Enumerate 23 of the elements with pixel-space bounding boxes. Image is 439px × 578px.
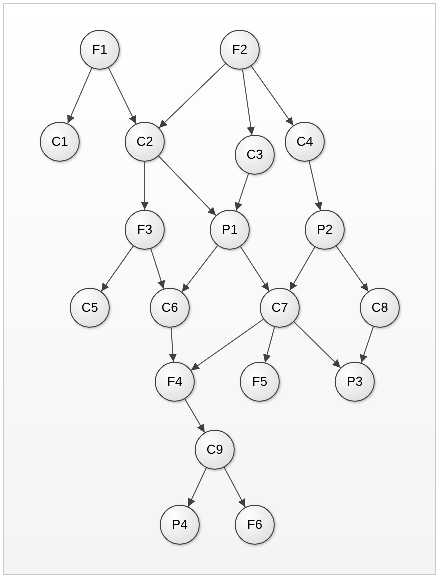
arrow [251,66,294,126]
arrow [158,156,217,216]
arrow [169,327,178,363]
arrow [190,319,264,371]
arrow [308,161,323,211]
arrow [240,246,270,292]
arrow [184,398,206,434]
arrow [263,326,276,364]
arrow [158,63,226,129]
arrow [150,248,166,290]
arrow [108,67,137,125]
arrow [360,326,374,364]
arrow [242,69,255,136]
arrow [294,322,342,368]
arrow [67,68,93,124]
arrow [101,246,134,292]
arrow [188,468,208,508]
arrow [224,467,246,508]
arrow [336,246,369,292]
arrow [235,173,250,212]
arrow [141,162,149,210]
arrow [290,246,316,292]
arrow [182,245,218,293]
